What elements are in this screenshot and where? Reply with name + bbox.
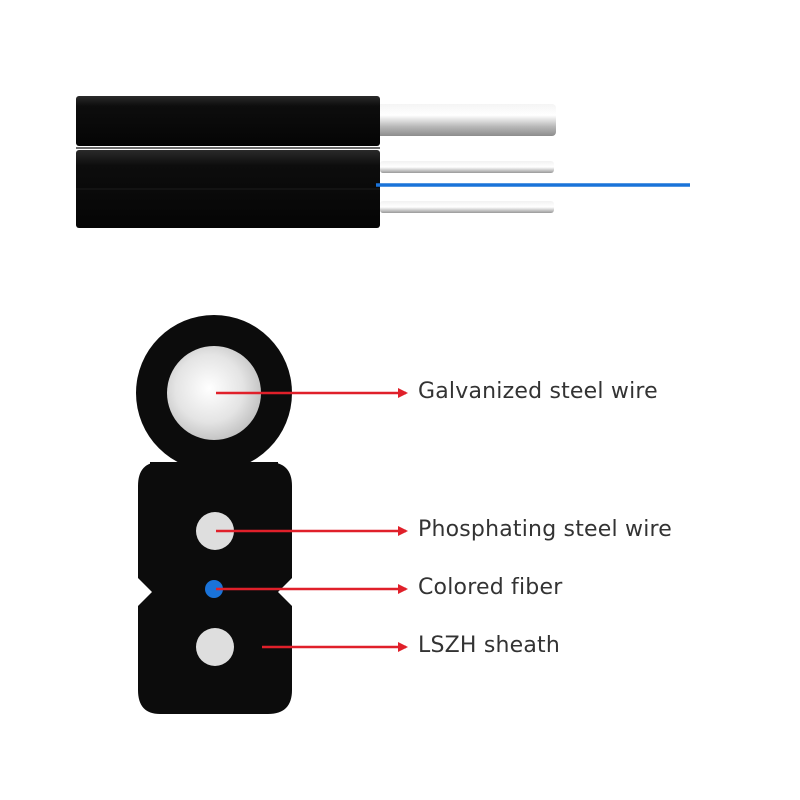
label-lszh-sheath: LSZH sheath <box>418 633 561 658</box>
label-phosphating-steel-wire: Phosphating steel wire <box>418 517 673 542</box>
label-colored-fiber: Colored fiber <box>418 575 563 600</box>
messenger-jacket <box>76 96 380 146</box>
galvanized-wire-disc <box>167 346 261 440</box>
phosphating-wire-lower-disc <box>196 628 234 666</box>
cable-side-view <box>76 96 690 228</box>
colored-fiber-dot <box>205 580 223 598</box>
phosphating-wire-lower <box>380 201 554 213</box>
label-galvanized-steel-wire: Galvanized steel wire <box>418 379 658 404</box>
messenger-sheath-circle <box>136 315 292 471</box>
cable-body-section <box>138 462 292 714</box>
messenger-wire-protruding <box>372 104 556 136</box>
phosphating-wire-upper-disc <box>196 512 234 550</box>
phosphating-wire-upper <box>380 161 554 173</box>
